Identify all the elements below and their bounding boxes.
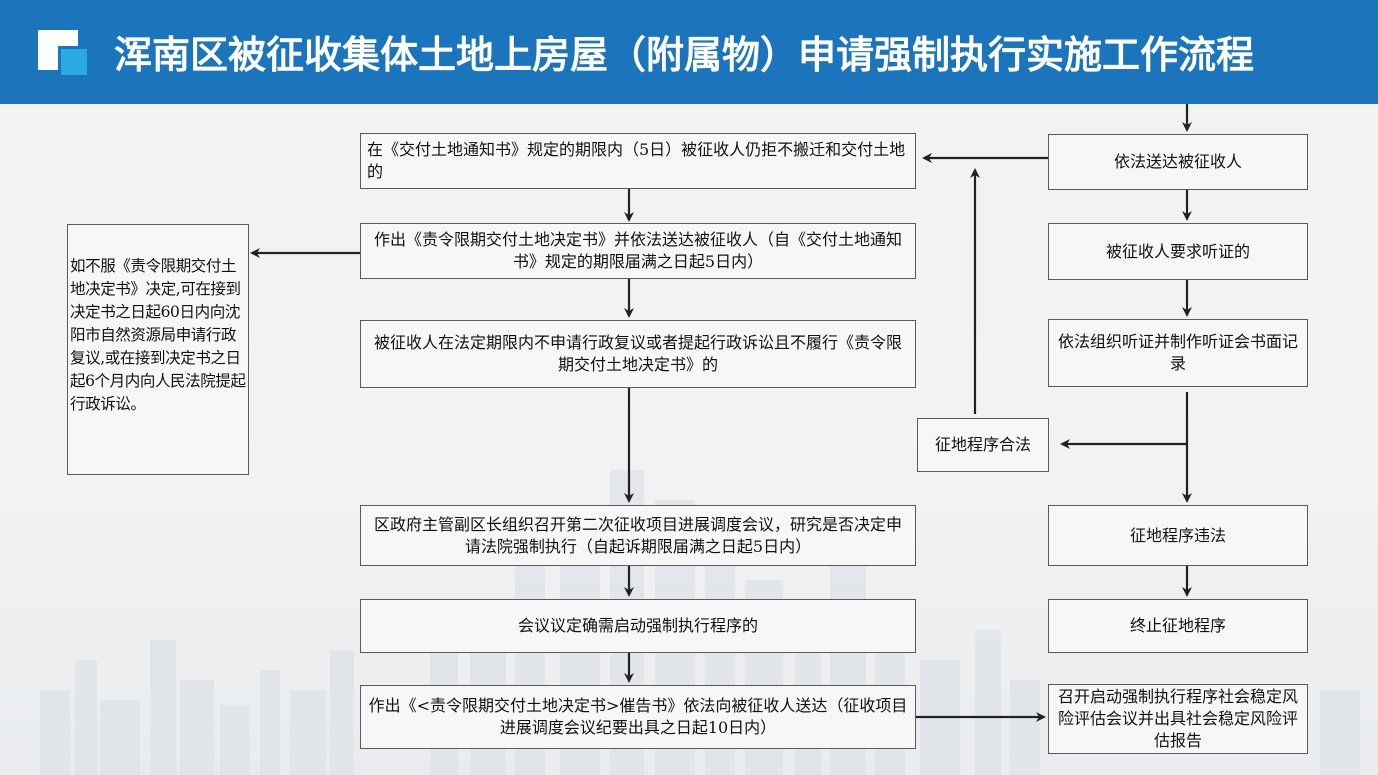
legal-procedure-text: 征地程序合法 [934, 435, 1031, 454]
step-start-enforcement: 会议议定确需启动强制执行程序的 [360, 599, 916, 653]
step-request-hearing-text: 被征收人要求听证的 [1105, 241, 1250, 261]
appeal-note-text: 如不服《责令限期交付土地决定书》决定,可在接到决定书之日起60日内向沈阳市自然资… [70, 257, 246, 413]
step-deliver-notice-text: 依法送达被征收人 [1113, 152, 1242, 171]
step-second-meeting: 区政府主管副区长组织召开第二次征收项目进展调度会议，研究是否决定申请法院强制执行… [360, 505, 916, 566]
step-procedure-illegal-text: 征地程序违法 [1129, 525, 1226, 545]
step-terminate-procedure-text: 终止征地程序 [1129, 616, 1226, 635]
step-reminder-notice-text: 作出《<责令限期交付土地决定书>催告书》依法向被征收人送达（征收项目进展调度会议… [368, 696, 908, 737]
step-second-meeting-text: 区政府主管副区长组织召开第二次征收项目进展调度会议，研究是否决定申请法院强制执行… [373, 514, 902, 556]
step-issue-decision: 作出《责令限期交付土地决定书》并依法送达被征收人（自《交付土地通知书》规定的期限… [360, 223, 916, 279]
step-no-appeal-text: 被征收人在法定期限内不申请行政复议或者提起行政诉讼且不履行《责令限期交付土地决定… [373, 333, 902, 374]
step-refuse-relocation-text: 在《交付土地通知书》规定的期限内（5日）被征收人仍拒不搬迁和交付土地的 [367, 140, 906, 181]
page-title: 浑南区被征收集体土地上房屋（附属物）申请强制执行实施工作流程 [114, 33, 1255, 77]
header-bar: 浑南区被征收集体土地上房屋（附属物）申请强制执行实施工作流程 [0, 0, 1378, 104]
step-request-hearing: 被征收人要求听证的 [1048, 223, 1308, 280]
step-no-appeal: 被征收人在法定期限内不申请行政复议或者提起行政诉讼且不履行《责令限期交付土地决定… [360, 320, 916, 388]
step-hold-hearing-text: 依法组织听证并制作听证会书面记录 [1057, 332, 1298, 373]
step-reminder-notice: 作出《<责令限期交付土地决定书>催告书》依法向被征收人送达（征收项目进展调度会议… [360, 685, 916, 749]
legal-procedure-box: 征地程序合法 [917, 418, 1049, 472]
step-refuse-relocation: 在《交付土地通知书》规定的期限内（5日）被征收人仍拒不搬迁和交付土地的 [360, 133, 916, 189]
logo-square-blue [58, 46, 90, 78]
step-terminate-procedure: 终止征地程序 [1048, 599, 1308, 653]
step-risk-assessment: 召开启动强制执行程序社会稳定风险评估会议并出具社会稳定风险评估报告 [1048, 684, 1308, 754]
step-start-enforcement-text: 会议议定确需启动强制执行程序的 [517, 616, 758, 635]
step-hold-hearing: 依法组织听证并制作听证会书面记录 [1048, 319, 1308, 387]
step-deliver-notice: 依法送达被征收人 [1048, 134, 1308, 190]
appeal-note-box: 如不服《责令限期交付土地决定书》决定,可在接到决定书之日起60日内向沈阳市自然资… [67, 224, 249, 475]
step-issue-decision-text: 作出《责令限期交付土地决定书》并依法送达被征收人（自《交付土地通知书》规定的期限… [373, 230, 902, 271]
step-procedure-illegal: 征地程序违法 [1048, 505, 1308, 566]
step-risk-assessment-text: 召开启动强制执行程序社会稳定风险评估会议并出具社会稳定风险评估报告 [1057, 687, 1298, 750]
